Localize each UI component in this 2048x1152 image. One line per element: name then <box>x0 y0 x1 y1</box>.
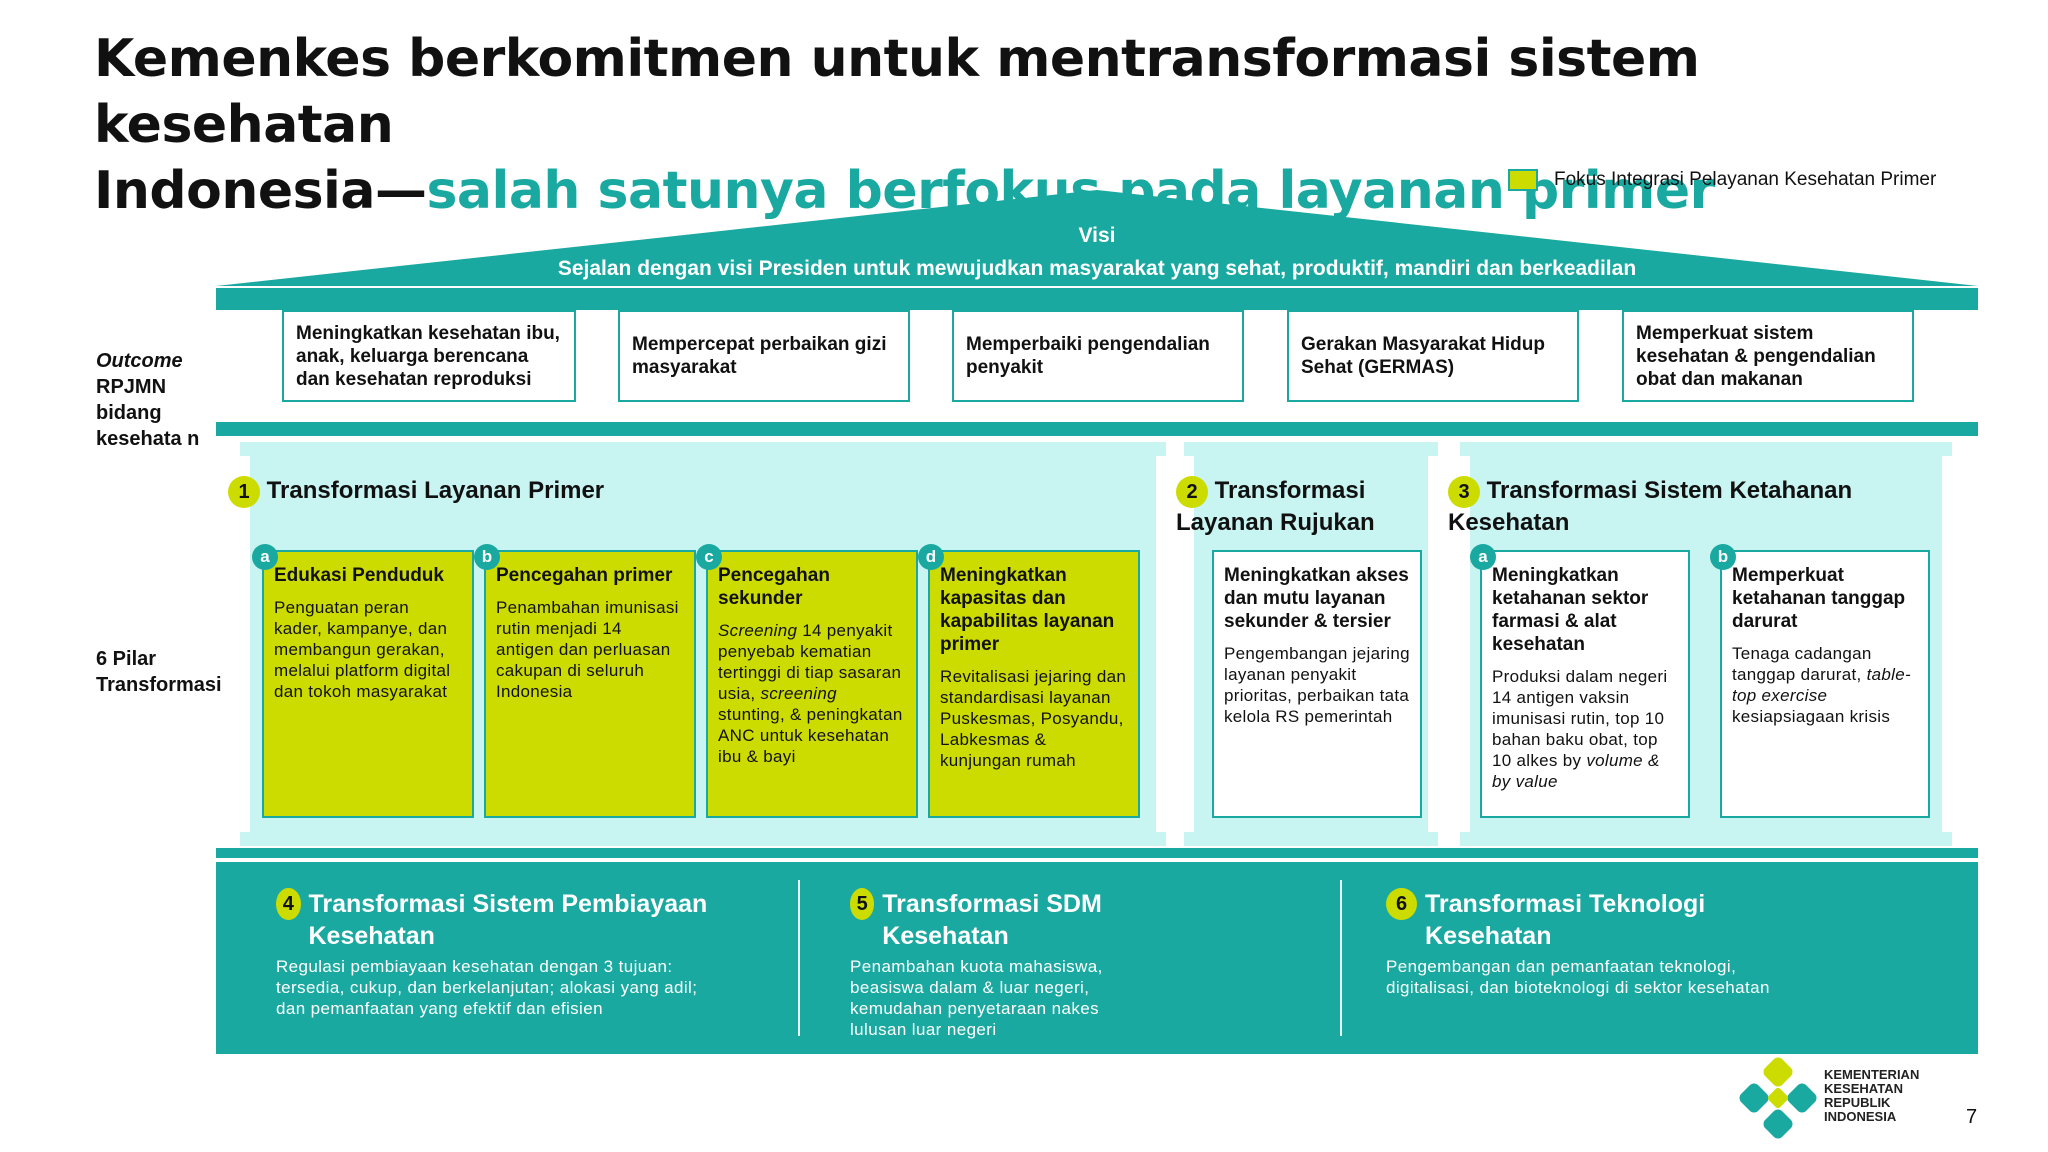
pillar-1-base <box>240 832 1166 846</box>
title-line-2-dark: Indonesia— <box>94 161 427 221</box>
outcome-box-4: Gerakan Masyarakat Hidup Sehat (GERMAS) <box>1287 310 1579 402</box>
card-pencegahan-sekunder: Pencegahan sekunder Screening 14 penyaki… <box>706 550 918 818</box>
pillar-3-title-text: Transformasi Sistem Ketahanan Kesehatan <box>1448 477 1853 536</box>
outcome-box-5: Memperkuat sistem kesehatan & pengendali… <box>1622 310 1914 402</box>
pillar-2-cap <box>1184 442 1438 456</box>
foundation-6-title: Transformasi Teknologi Kesehatan <box>1425 890 1706 950</box>
page-number: 7 <box>1966 1106 1978 1128</box>
card-body: Pengembangan jejaring layanan penyakit p… <box>1224 644 1410 726</box>
card-letter-a: a <box>1470 544 1496 570</box>
outcome-box-1: Meningkatkan kesehatan ibu, anak, keluar… <box>282 310 576 402</box>
card-pencegahan-primer: Pencegahan primer Penambahan imunisasi r… <box>484 550 696 818</box>
foundation-4-body: Regulasi pembiayaan kesehatan dengan 3 t… <box>276 957 698 1018</box>
foundation-5-number: 5 <box>850 888 875 920</box>
outcome-label: Outcome RPJMN bidang kesehata n <box>96 348 206 452</box>
foundation-5-body: Penambahan kuota mahasiswa, beasiswa dal… <box>850 957 1103 1039</box>
vision-heading: Visi <box>1078 224 1116 247</box>
card-letter-b: b <box>1710 544 1736 570</box>
foundation-divider-2 <box>1340 880 1342 1036</box>
outcome-box-3: Memperbaiki pengendalian penyakit <box>952 310 1244 402</box>
logo-line-1: KEMENTERIAN <box>1824 1067 1920 1082</box>
legend: Fokus Integrasi Pelayanan Kesehatan Prim… <box>1508 168 1936 192</box>
page-title: Kemenkes berkomitmen untuk mentransforma… <box>94 26 1994 224</box>
title-line-1: Kemenkes berkomitmen untuk mentransforma… <box>94 29 1700 155</box>
pilar-label: 6 Pilar Transformasi <box>96 648 222 696</box>
pillar-2-base <box>1184 832 1438 846</box>
pillar-2-title-text: Transformasi Layanan Rujukan <box>1176 477 1375 536</box>
pillar-3-number: 3 <box>1448 476 1480 508</box>
card-title: Pencegahan primer <box>496 565 673 586</box>
pillar-3-title: 3 Transformasi Sistem Ketahanan Kesehata… <box>1448 476 1918 538</box>
pillar-1-cap <box>240 442 1166 456</box>
card-title: Pencegahan sekunder <box>718 565 830 609</box>
foundation-5-title: Transformasi SDM Kesehatan <box>882 890 1102 950</box>
card-letter-c: c <box>696 544 722 570</box>
card-body-end: kesiapsiagaan krisis <box>1732 707 1891 726</box>
card-letter-d: d <box>918 544 944 570</box>
kemenkes-logo-text: KEMENTERIAN KESEHATAN REPUBLIK INDONESIA <box>1824 1068 1919 1124</box>
legend-swatch <box>1508 169 1538 191</box>
foundation-4-title: Transformasi Sistem Pembiayaan Kesehatan <box>308 890 708 950</box>
pillar-1-title-text: Transformasi Layanan Primer <box>266 477 605 504</box>
pillar-base-band <box>216 848 1978 858</box>
card-title: Memperkuat ketahanan tanggap darurat <box>1732 565 1906 632</box>
card-ketahanan-farmasi: Meningkatkan ketahanan sektor farmasi & … <box>1480 550 1690 818</box>
pillar-3-base <box>1460 832 1952 846</box>
pillar-1-number: 1 <box>228 476 260 508</box>
logo-line-3: REPUBLIK <box>1824 1095 1891 1110</box>
card-title: Meningkatkan akses dan mutu layanan seku… <box>1224 565 1409 632</box>
card-body: Penguatan peran kader, kampanye, dan mem… <box>274 598 451 701</box>
outcome-label-italic: Outcome <box>96 350 183 372</box>
card-body-italic: volume & by value <box>1492 751 1660 791</box>
card-title: Meningkatkan ketahanan sektor farmasi & … <box>1492 565 1649 655</box>
pillar-3-cap <box>1460 442 1952 456</box>
card-body-text: 14 penyakit penyebab kematian tertinggi … <box>718 621 902 703</box>
pillar-2-number: 2 <box>1176 476 1208 508</box>
card-title: Meningkatkan kapasitas dan kapabilitas l… <box>940 565 1115 655</box>
card-title: Edukasi Penduduk <box>274 565 444 586</box>
pillar-1-title: 1 Transformasi Layanan Primer <box>228 476 608 508</box>
card-body-text: Produksi dalam negeri 14 antigen vaksin … <box>1492 667 1668 770</box>
kemenkes-logo-icon <box>1739 1057 1817 1139</box>
card-body: Tenaga cadangan tanggap darurat, table-t… <box>1732 643 1918 727</box>
card-body: Screening 14 penyakit penyebab kematian … <box>718 620 906 767</box>
vision-band <box>216 288 1978 310</box>
card-body: Revitalisasi jejaring dan standardisasi … <box>940 667 1127 770</box>
card-kapasitas-layanan-primer: Meningkatkan kapasitas dan kapabilitas l… <box>928 550 1140 818</box>
card-edukasi-penduduk: Edukasi Penduduk Penguatan peran kader, … <box>262 550 474 818</box>
outcome-band <box>216 422 1978 436</box>
outcome-label-rest: RPJMN bidang kesehata n <box>96 376 200 450</box>
card-layanan-rujukan: Meningkatkan akses dan mutu layanan seku… <box>1212 550 1422 818</box>
card-body-text: Tenaga cadangan tanggap darurat, <box>1732 644 1872 684</box>
card-body-end: stunting, & peningkatan ANC untuk keseha… <box>718 705 903 766</box>
vision-roof <box>216 190 1978 286</box>
foundation-6-body: Pengembangan dan pemanfaatan teknologi, … <box>1386 957 1770 997</box>
logo-line-4: INDONESIA <box>1824 1109 1897 1124</box>
pillar-2-title: 2 Transformasi Layanan Rujukan <box>1176 476 1416 538</box>
card-letter-a: a <box>252 544 278 570</box>
logo-line-2: KESEHATAN <box>1824 1081 1903 1096</box>
card-body: Produksi dalam negeri 14 antigen vaksin … <box>1492 666 1678 792</box>
outcome-box-2: Mempercepat perbaikan gizi masyarakat <box>618 310 910 402</box>
vision-text: Sejalan dengan visi Presiden untuk mewuj… <box>557 257 1637 280</box>
legend-label: Fokus Integrasi Pelayanan Kesehatan Prim… <box>1554 169 1937 190</box>
foundation-divider-1 <box>798 880 800 1036</box>
card-body-italic: Screening <box>718 621 798 640</box>
card-body-italic-2: screening <box>760 684 837 703</box>
card-letter-b: b <box>474 544 500 570</box>
card-tanggap-darurat: Memperkuat ketahanan tanggap darurat Ten… <box>1720 550 1930 818</box>
foundation-6-number: 6 <box>1386 888 1418 920</box>
foundation-4-number: 4 <box>276 888 301 920</box>
card-body: Penambahan imunisasi rutin menjadi 14 an… <box>496 598 679 701</box>
card-body-italic: table-top exercise <box>1732 665 1911 705</box>
